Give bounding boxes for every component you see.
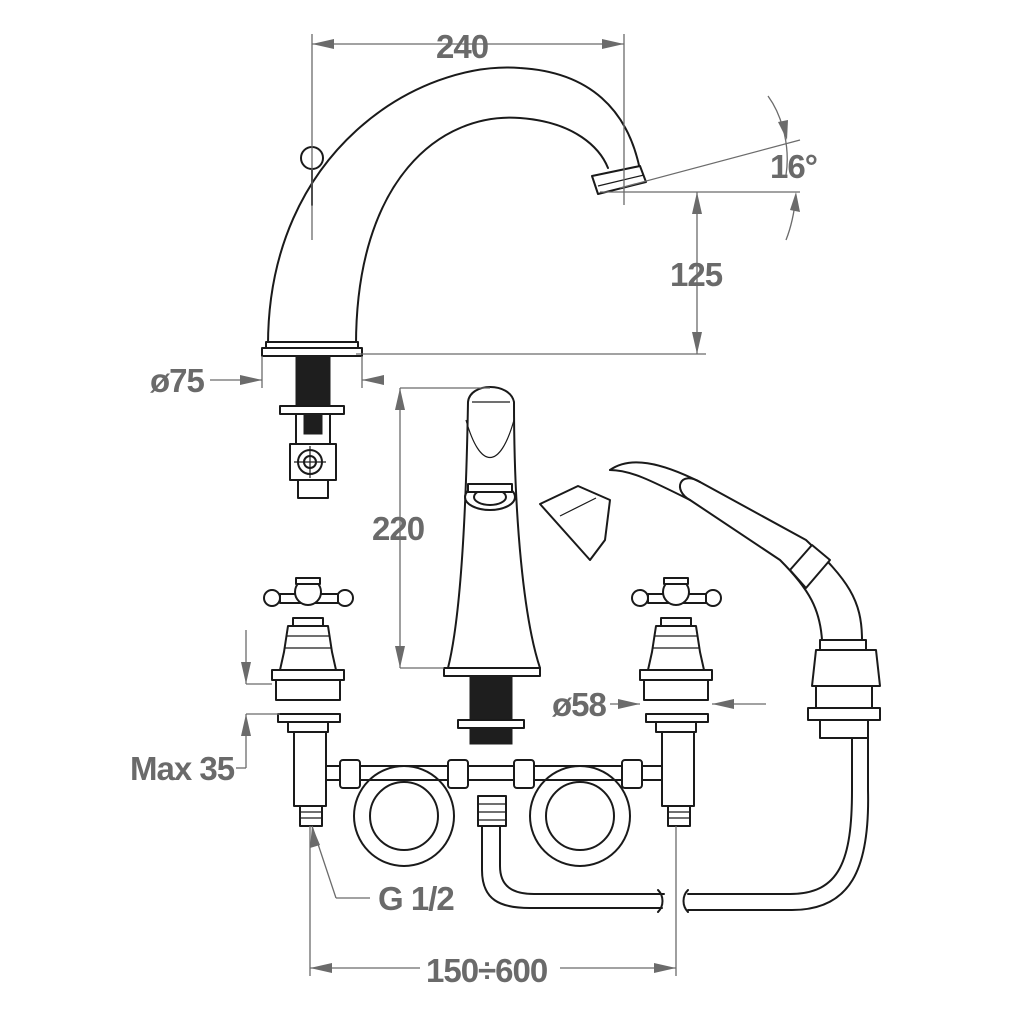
dim-thread: G 1/2 bbox=[378, 880, 454, 917]
dim-flange-diameter: ø58 bbox=[552, 686, 607, 723]
connection-pipes bbox=[325, 735, 870, 913]
spout-side-view bbox=[261, 66, 647, 499]
dim-spout-reach: 240 bbox=[436, 28, 488, 65]
dim-max-thickness: Max 35 bbox=[130, 750, 235, 787]
dim-spout-angle: 16° bbox=[770, 148, 817, 185]
left-cross-handle bbox=[263, 577, 354, 827]
dim-center-distance: 150÷600 bbox=[426, 952, 547, 989]
dim-body-height: 220 bbox=[372, 510, 424, 547]
faucet-front-view bbox=[263, 386, 881, 913]
base-thread bbox=[295, 355, 331, 407]
right-cross-handle bbox=[631, 577, 722, 827]
dim-spout-height: 125 bbox=[670, 256, 723, 293]
hand-shower bbox=[539, 461, 881, 739]
dim-base-diameter: ø75 bbox=[150, 362, 205, 399]
dimension-lines bbox=[210, 34, 801, 976]
